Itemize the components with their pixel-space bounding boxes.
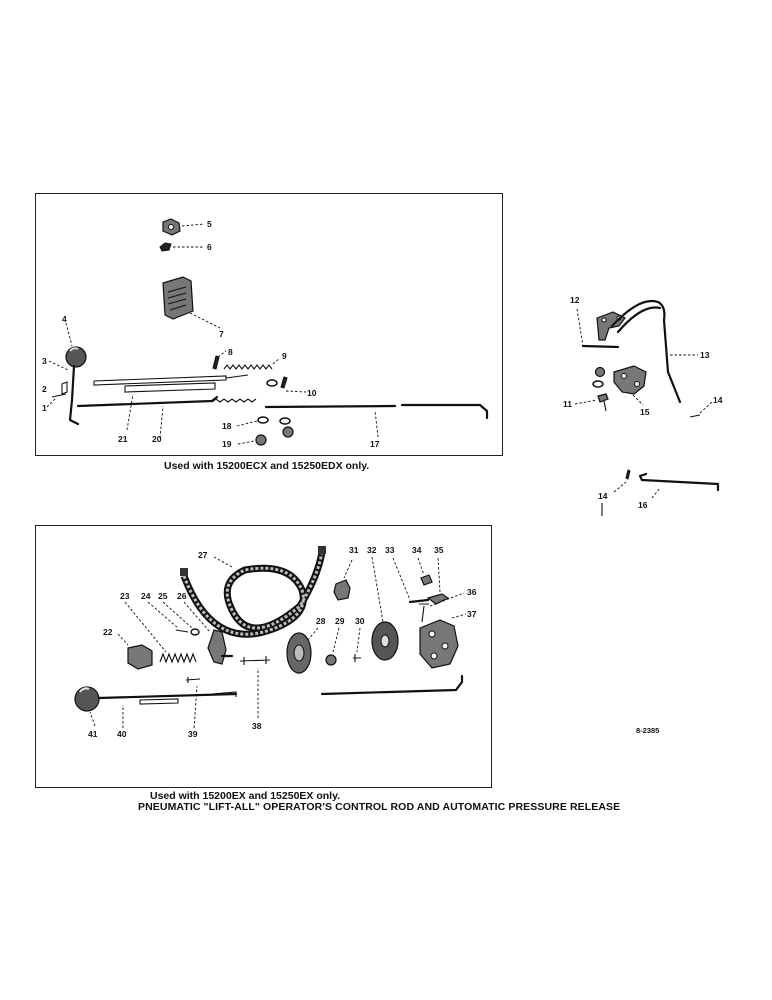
part-14-pin — [689, 414, 701, 418]
part-7-bracket — [162, 276, 194, 320]
part-3-lever — [68, 364, 80, 426]
callout-23: 23 — [120, 591, 130, 601]
part-17-long-rod — [264, 403, 489, 420]
diagram-code: 8-2385 — [636, 726, 660, 735]
callout-30: 30 — [355, 616, 365, 626]
part-20-rod — [76, 395, 219, 408]
part-19-nut — [255, 434, 267, 446]
part-24-pin — [175, 629, 189, 633]
callout-8: 8 — [228, 347, 233, 357]
part-26-cap — [207, 629, 234, 665]
part-23-spring — [159, 652, 197, 664]
part-32-valve-disc — [371, 621, 399, 661]
part-11-nut — [594, 366, 606, 378]
callout-10: 10 — [307, 388, 317, 398]
callout-17: 17 — [370, 439, 380, 449]
part-40-rod — [97, 674, 464, 705]
part-5-nut — [162, 218, 181, 236]
callout-29: 29 — [335, 616, 345, 626]
diagram-frame-bottom — [35, 525, 492, 788]
callout-28: 28 — [316, 616, 326, 626]
callout-2: 2 — [42, 384, 47, 394]
callout-15: 15 — [640, 407, 650, 417]
part-18-washer — [257, 416, 269, 424]
callout-4: 4 — [62, 314, 67, 324]
callout-7: 7 — [219, 329, 224, 339]
callout-41: 41 — [88, 729, 98, 739]
diagram-frame-top — [35, 193, 503, 456]
callout-27: 27 — [198, 550, 208, 560]
part-8-pin — [212, 355, 220, 370]
part-27-hose — [180, 546, 326, 638]
part-34-bracket — [420, 574, 433, 586]
callout-25: 25 — [158, 591, 168, 601]
part-38-bolt — [239, 656, 271, 665]
part-12-bracket — [581, 311, 626, 349]
part-10-washer — [266, 379, 278, 387]
part-6-pin — [159, 242, 172, 252]
callout-14b: 14 — [598, 491, 608, 501]
part-22-nut — [127, 644, 153, 670]
callout-35: 35 — [434, 545, 444, 555]
callout-19: 19 — [222, 439, 232, 449]
part-13-handle — [610, 299, 682, 404]
part-rod-spring — [211, 398, 257, 403]
callout-13: 13 — [700, 350, 710, 360]
part-25-washer — [190, 628, 200, 636]
callout-32: 32 — [367, 545, 377, 555]
part-1-pin — [51, 393, 67, 398]
part-41-knob — [74, 686, 100, 712]
part-4-knob — [65, 346, 87, 368]
callout-18: 18 — [222, 421, 232, 431]
callout-38: 38 — [252, 721, 262, 731]
callout-20: 20 — [152, 434, 162, 444]
part-33-link — [408, 598, 430, 604]
callout-24: 24 — [141, 591, 151, 601]
caption-top-box: Used with 15200ECX and 15250EDX only. — [164, 460, 370, 472]
callout-12: 12 — [570, 295, 580, 305]
callout-9: 9 — [282, 351, 287, 361]
callout-34: 34 — [412, 545, 422, 555]
part-30-screw — [353, 654, 361, 662]
part-36-bolt — [419, 603, 429, 623]
diagram-title: PNEUMATIC "LIFT-ALL" OPERATOR'S CONTROL … — [138, 801, 621, 813]
part-21-rod-plate — [93, 374, 249, 393]
part-2-clip — [61, 381, 68, 395]
part-9-spring — [223, 364, 273, 370]
callout-40: 40 — [117, 729, 127, 739]
part-37-valve-body — [419, 619, 459, 669]
callout-22: 22 — [103, 627, 113, 637]
callout-26: 26 — [177, 591, 187, 601]
callout-16: 16 — [638, 500, 648, 510]
callout-31: 31 — [349, 545, 359, 555]
part-35-lever — [426, 593, 450, 605]
callout-39: 39 — [188, 729, 198, 739]
part-29-nut — [325, 654, 337, 666]
callout-21: 21 — [118, 434, 128, 444]
callout-11: 11 — [563, 399, 572, 409]
callout-3: 3 — [42, 356, 47, 366]
callout-36: 36 — [467, 587, 477, 597]
caption-bottom-box: Used with 15200EX and 15250EX only. — [150, 790, 341, 802]
part-16-rod — [638, 472, 720, 492]
part-31-fitting — [333, 579, 351, 601]
part-28-diaphragm — [286, 632, 312, 674]
callout-5: 5 — [207, 219, 212, 229]
callout-37: 37 — [467, 609, 477, 619]
callout-14: 14 — [713, 395, 723, 405]
callout-1: 1 — [42, 403, 47, 413]
callout-6: 6 — [207, 242, 212, 252]
callout-33: 33 — [385, 545, 395, 555]
part-39-pin — [185, 677, 201, 683]
part-15-plate — [613, 365, 647, 395]
